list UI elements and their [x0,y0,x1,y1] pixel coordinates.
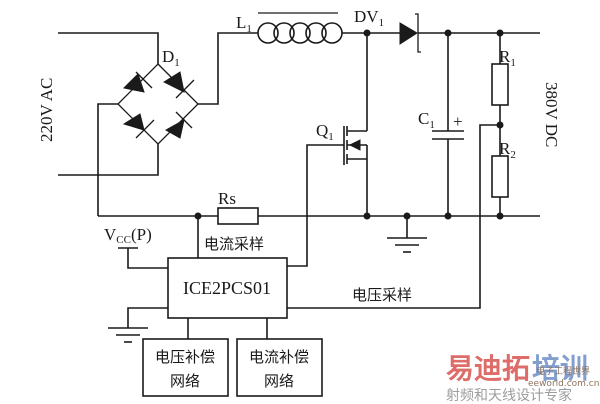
boost-diode-ref-label: DV1 [354,7,384,29]
svg-text:电压补偿: 电压补偿 [155,348,215,366]
sense-resistor [217,207,259,225]
bridge-ref-label: D1 [162,47,180,69]
vcc-supply [118,247,168,269]
bridge-diode-ll [122,113,155,139]
vcc-label: VCC(P) [104,225,152,246]
current-sense-label: 电流采样 [204,235,264,253]
resistor-r1 [491,63,509,106]
ac-input-wires [58,32,159,176]
svg-text:网络: 网络 [264,372,294,390]
output-capacitor [432,33,464,216]
mosfet-ref-label: Q1 [316,121,334,143]
junction-node [444,212,452,220]
watermark-brand-red: 易迪拓 [446,352,530,385]
mosfet [287,33,368,267]
resistor-r2 [491,155,509,198]
r2-ref-label: R2 [499,139,516,161]
svg-text:网络: 网络 [170,372,200,390]
controller-ic-label: ICE2PCS01 [183,278,271,298]
bridge-diode-ur [162,71,195,99]
bridge-outline [117,63,199,145]
watermark: 易迪拓 培训 电子工程世界 eeworld.com.cn 射频和天线设计专家 [446,352,599,404]
gate-drive-wire [287,144,344,267]
capacitor-polarity-mark: + [453,112,463,131]
output-voltage-label: 380V DC [542,82,561,147]
ic-ground-symbol [108,307,168,343]
voltage-sense-label: 电压采样 [352,286,412,304]
bridge-diode-lr [164,111,193,139]
current-compensation-network: 电流补偿 网络 [236,338,323,397]
ac-top-wire [58,32,159,64]
bridge-diode-ul [122,71,153,93]
inductor-ref-label: L1 [236,13,252,35]
rectified-negative-wire [97,103,118,216]
boost-diode [399,13,421,53]
junction-node [496,212,504,220]
watermark-site-name: 电子工程世界 [536,365,590,377]
watermark-tagline: 射频和天线设计专家 [446,387,572,404]
input-voltage-label: 220V AC [37,78,56,142]
watermark-brand-blue: 培训 [532,352,588,385]
controller-ic [167,257,288,319]
rectified-positive-wire [198,32,258,105]
junction-node [363,212,371,220]
ground-symbol [387,216,427,253]
ac-bottom-wire [58,144,159,176]
bridge-rectifier [117,63,199,145]
svg-text:电流补偿: 电流补偿 [249,348,309,366]
sense-resistor-label: Rs [218,189,236,208]
r1-ref-label: R1 [499,47,516,69]
voltage-compensation-network: 电压补偿 网络 [142,338,229,397]
voltage-divider [287,33,509,309]
capacitor-ref-label: C1 [418,109,435,131]
inductor [257,12,343,44]
watermark-site-url: eeworld.com.cn [528,379,599,389]
